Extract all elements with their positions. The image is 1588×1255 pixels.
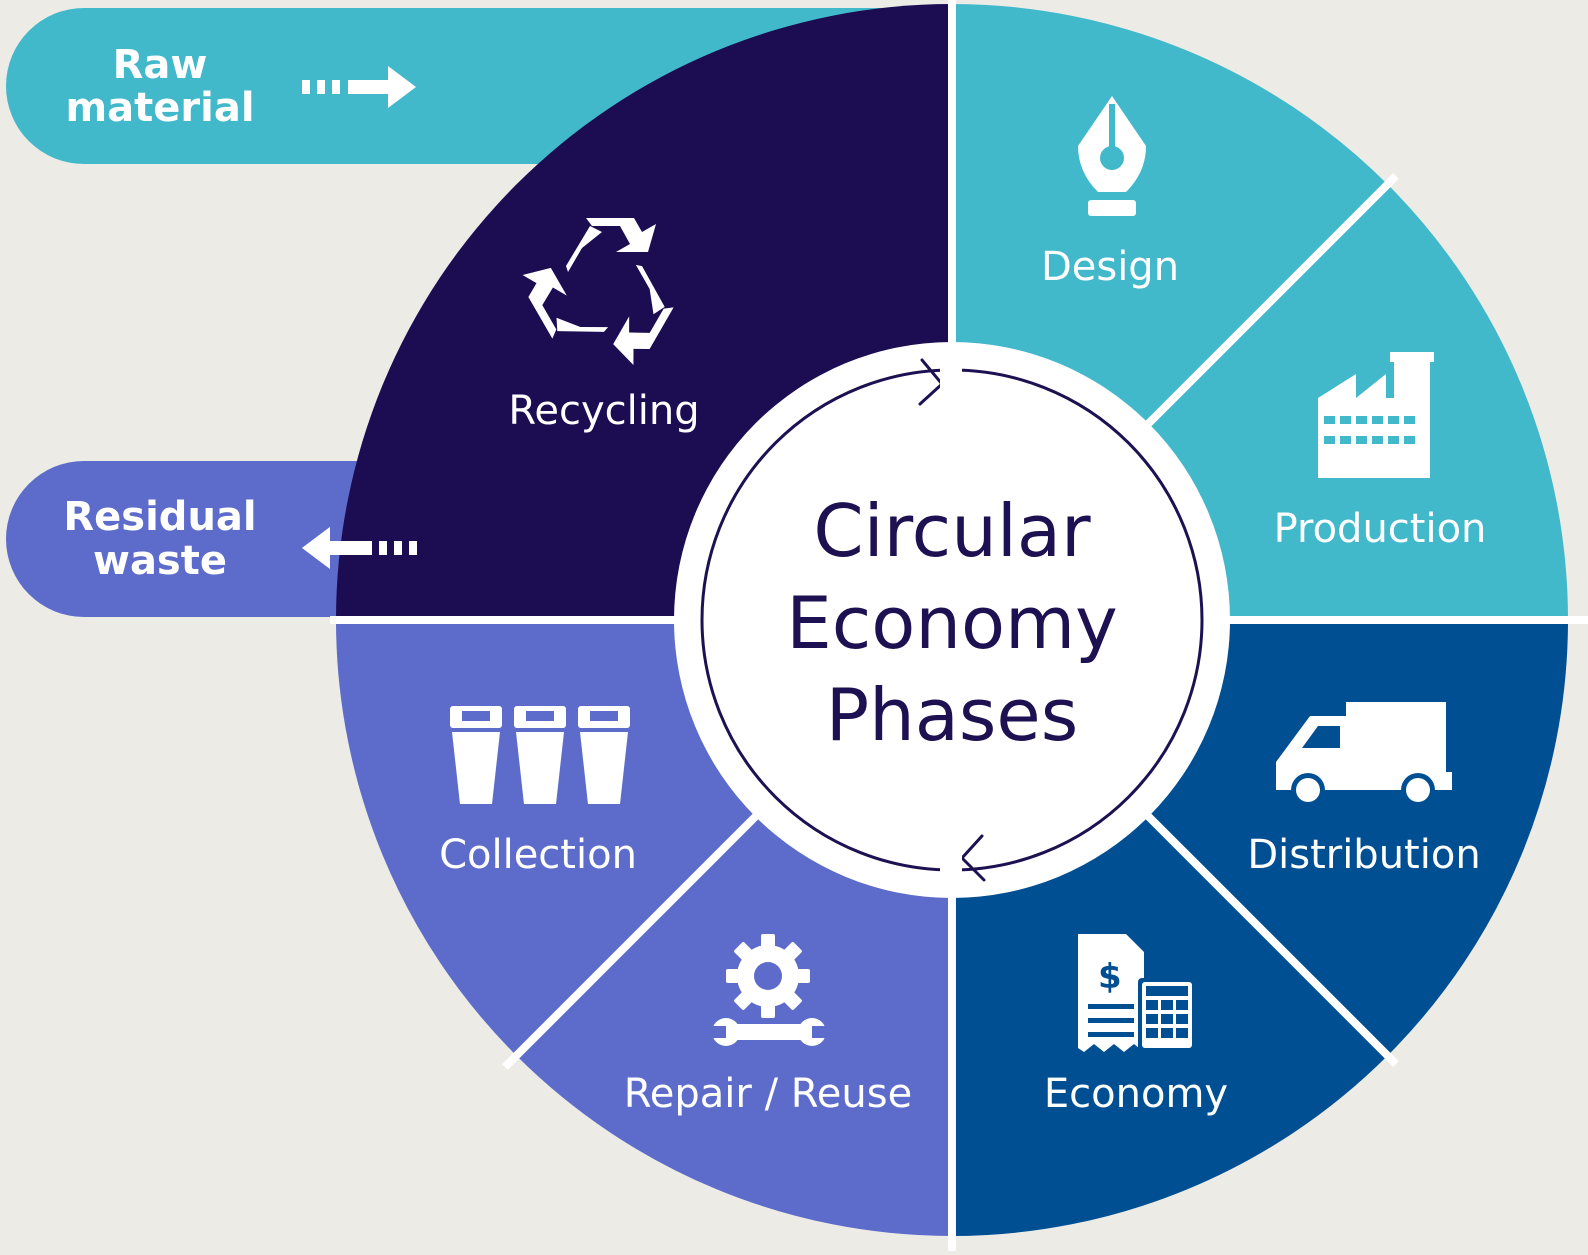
phase-label-design: Design: [1041, 244, 1179, 290]
phase-label-recycling: Recycling: [508, 388, 699, 434]
residual-waste-pill: Residual waste: [6, 461, 420, 617]
diagram-title-line-3: Phases: [826, 673, 1079, 757]
raw-material-label-line-1: Raw: [113, 42, 208, 88]
gear-wrench-icon: [706, 934, 832, 1046]
phase-label-economy: Economy: [1044, 1071, 1228, 1117]
arrow-right-icon: [302, 66, 416, 108]
phase-label-production: Production: [1274, 506, 1487, 552]
arrow-left-icon: [302, 527, 417, 569]
pen-nib-icon: [1078, 96, 1146, 216]
phase-label-collection: Collection: [439, 832, 637, 878]
svg-text:$: $: [1098, 957, 1122, 997]
center-hub: Circular Economy Phases: [674, 342, 1230, 898]
residual-waste-label-line-1: Residual: [63, 494, 256, 540]
factory-icon: [1318, 352, 1434, 478]
phase-label-distribution: Distribution: [1247, 832, 1480, 878]
invoice-calculator-icon: $: [1078, 934, 1196, 1052]
raw-material-label-line-2: material: [65, 85, 254, 131]
bins-icon: [450, 706, 630, 804]
recycle-icon: [522, 218, 674, 366]
diagram-title-line-1: Circular: [813, 489, 1091, 573]
delivery-truck-icon: [1276, 702, 1452, 807]
phase-label-repair-reuse: Repair / Reuse: [624, 1071, 912, 1117]
residual-waste-label-line-2: waste: [93, 538, 227, 584]
diagram-title-line-2: Economy: [786, 581, 1118, 665]
